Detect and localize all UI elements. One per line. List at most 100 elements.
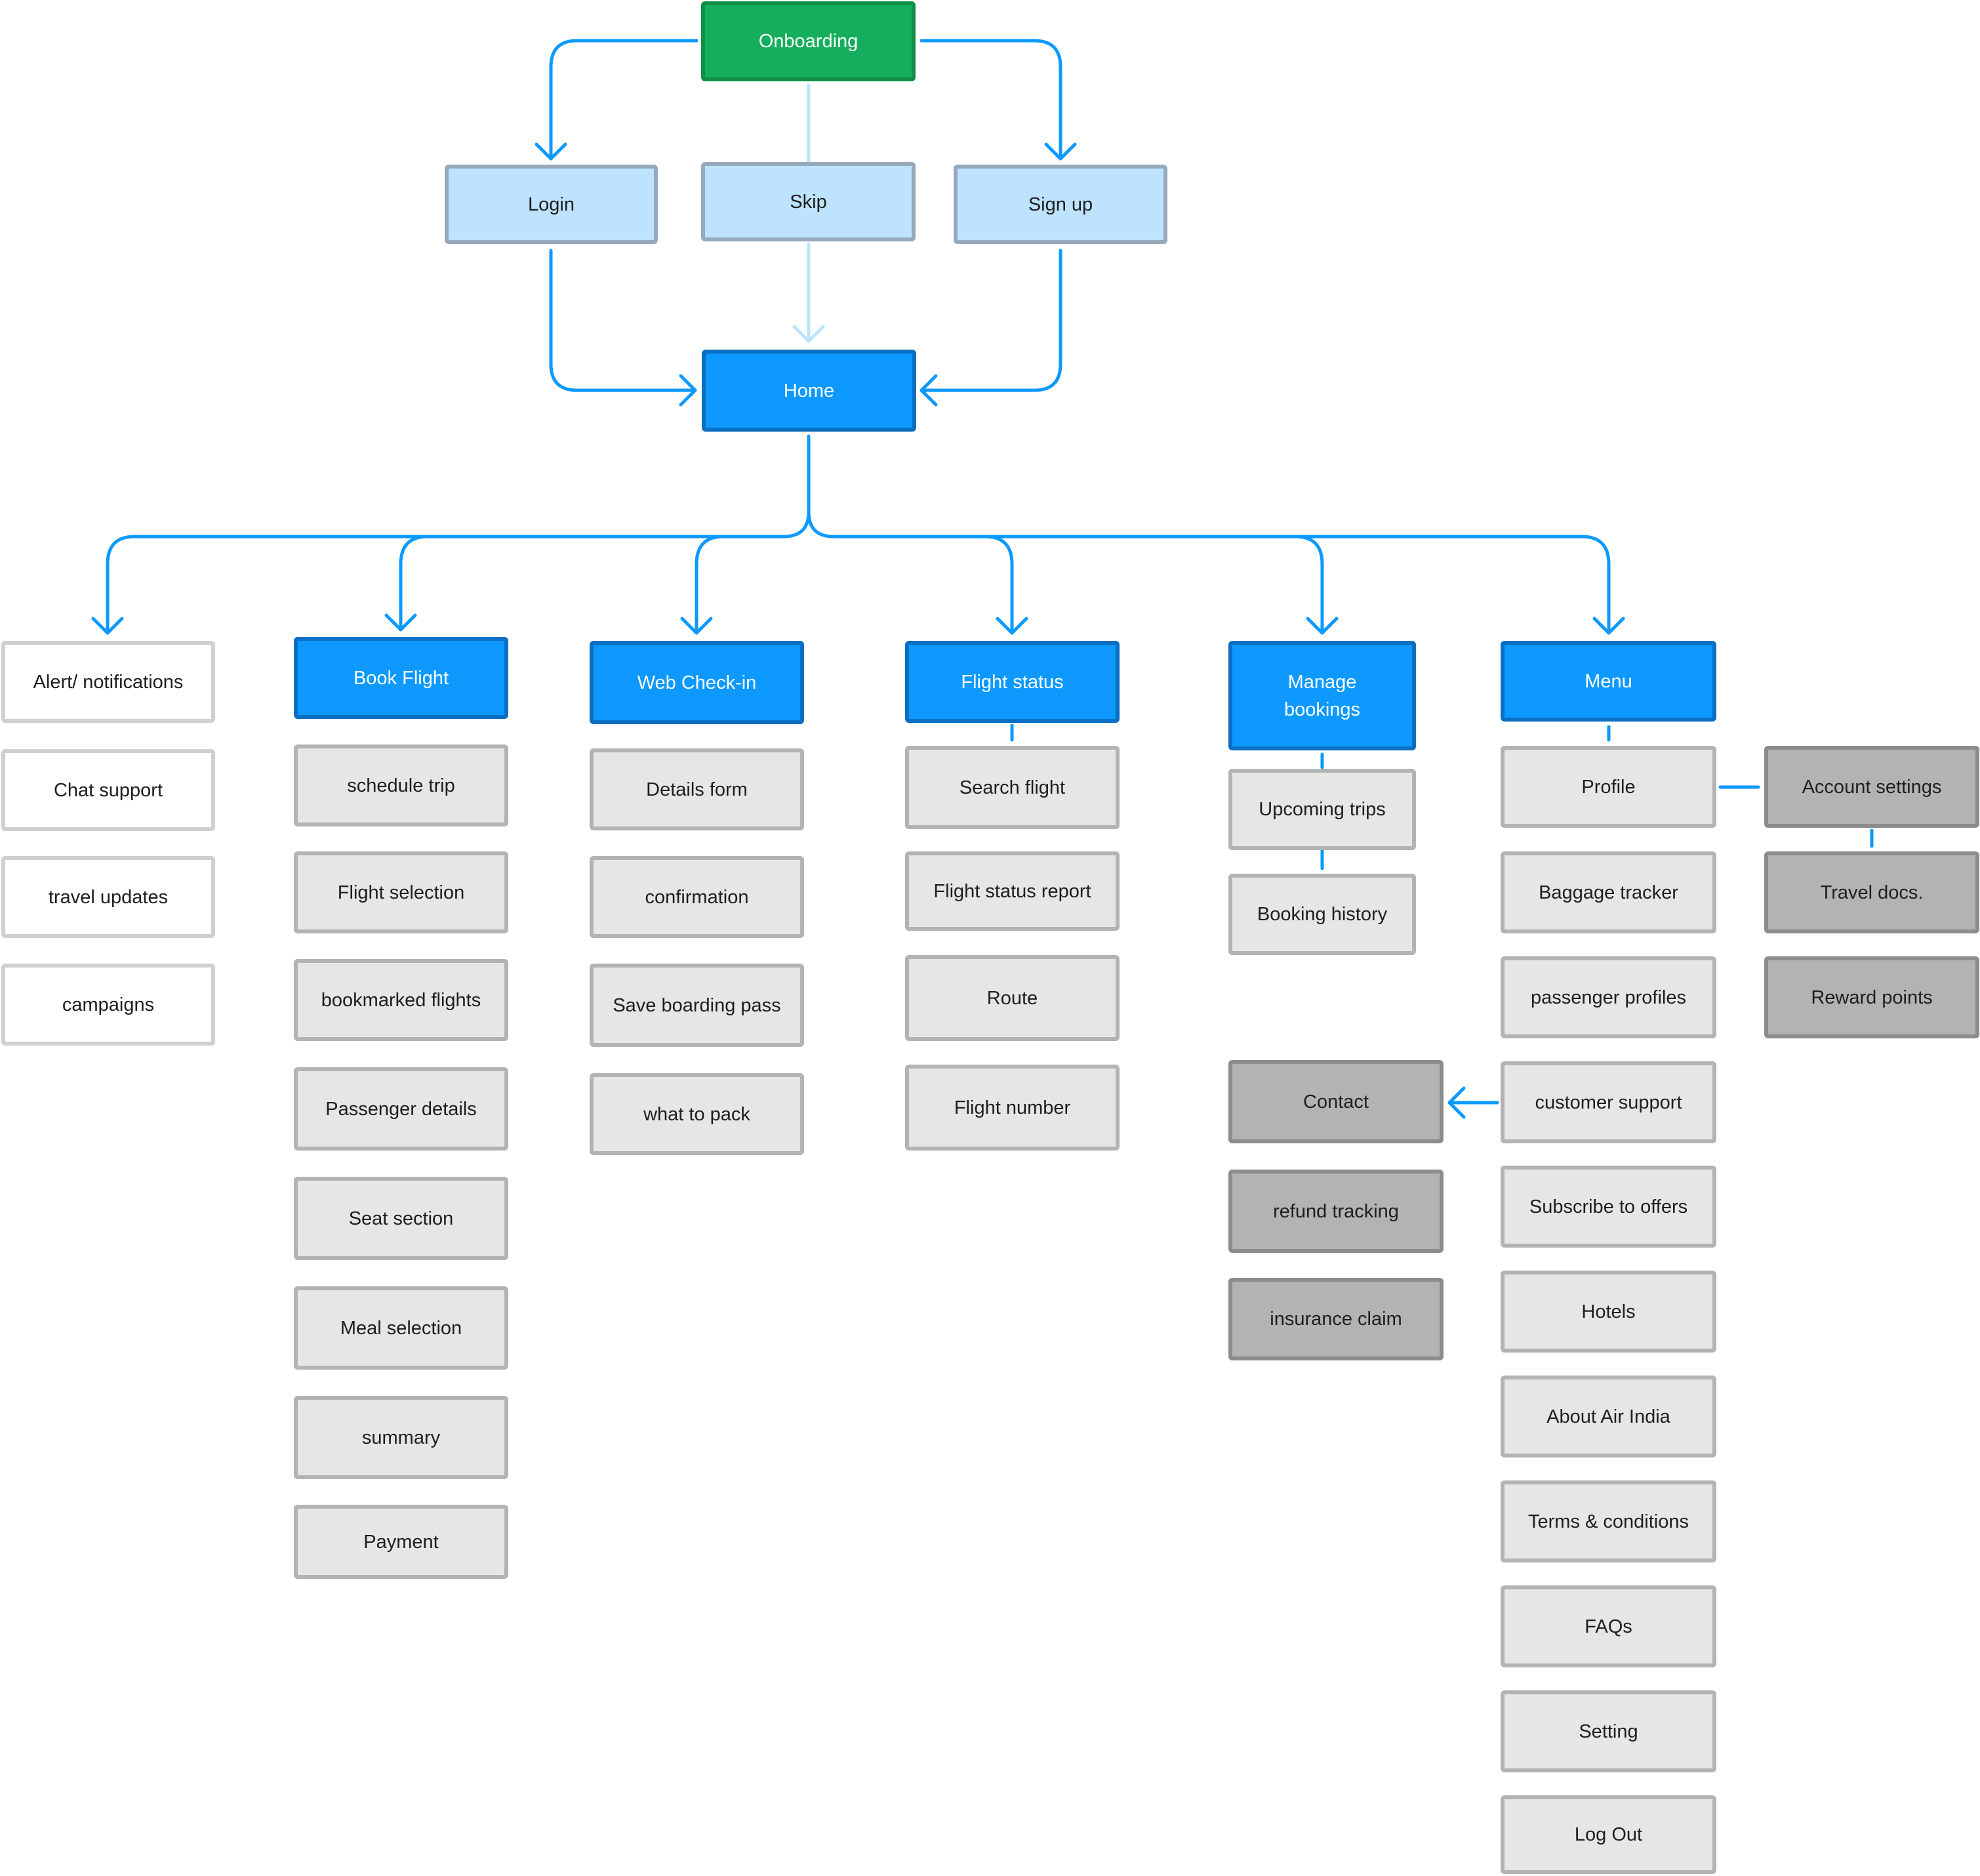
node-label: About Air India [1546,1406,1670,1427]
node-setting[interactable]: Setting [1501,1690,1716,1772]
node-save-boarding-pass[interactable]: Save boarding pass [590,964,804,1047]
connector-branch-manage [832,535,1324,635]
node-label: Contact [1303,1091,1369,1112]
arrowhead-home-right [919,374,938,407]
node-label: Route [986,987,1038,1009]
node-flight-status-report[interactable]: Flight status report [905,851,1120,931]
node-refund-tracking[interactable]: refund tracking [1228,1170,1444,1253]
arrowhead-book [384,613,417,632]
node-baggage-tracker[interactable]: Baggage tracker [1501,851,1716,933]
node-seat-section[interactable]: Seat section [294,1177,508,1260]
node-manage-bookings[interactable]: Manage bookings [1228,641,1416,750]
node-route[interactable]: Route [905,955,1120,1041]
node-label: Account settings [1802,776,1942,798]
node-label: Flight status report [933,880,1091,902]
arrowhead-login [535,142,567,161]
node-home[interactable]: Home [702,350,916,432]
connector-branch-book [399,535,786,632]
node-label: Passenger details [325,1098,477,1120]
node-meal-selection[interactable]: Meal selection [294,1286,508,1370]
node-label: Meal selection [340,1317,462,1339]
node-label: Setting [1579,1721,1638,1742]
node-label: Baggage tracker [1539,882,1678,903]
node-log-out[interactable]: Log Out [1501,1795,1716,1874]
node-alerts[interactable]: Alert/ notifications [1,641,215,723]
connector-branch-menu [832,535,1611,635]
node-travel-updates[interactable]: travel updates [1,856,215,938]
arrowhead-signup [1044,142,1077,161]
node-chat-support[interactable]: Chat support [1,749,215,831]
node-summary[interactable]: summary [294,1396,508,1479]
node-label: Alert/ notifications [33,671,184,693]
node-about-air-india[interactable]: About Air India [1501,1376,1716,1458]
node-passenger-profiles[interactable]: passenger profiles [1501,956,1716,1038]
node-label: Seat section [348,1208,454,1229]
arrowhead-contact [1447,1086,1466,1119]
node-flight-selection[interactable]: Flight selection [294,851,508,933]
node-label: Reward points [1811,987,1933,1008]
node-schedule-trip[interactable]: schedule trip [294,744,508,826]
connector-branch-alerts [106,535,786,635]
connector-branch-checkin [695,535,786,635]
node-confirmation[interactable]: confirmation [590,856,804,938]
node-onboarding[interactable]: Onboarding [701,1,916,81]
connector-onboarding-signup [919,39,1062,161]
node-label: summary [361,1427,441,1448]
node-what-to-pack[interactable]: what to pack [590,1073,804,1155]
node-campaigns[interactable]: campaigns [1,964,215,1046]
node-subscribe-offers[interactable]: Subscribe to offers [1501,1166,1716,1248]
arrowhead-home-left [679,374,697,407]
node-label: Save boarding pass [613,994,781,1016]
node-label: Terms & conditions [1528,1511,1689,1532]
node-menu[interactable]: Menu [1501,641,1716,722]
node-label: refund tracking [1273,1200,1399,1222]
node-reward-points[interactable]: Reward points [1764,956,1979,1038]
node-label: Flight status [961,671,1064,693]
node-booking-history[interactable]: Booking history [1228,874,1416,955]
node-label: Hotels [1581,1301,1636,1322]
node-label: confirmation [645,886,749,908]
node-insurance-claim[interactable]: insurance claim [1228,1278,1444,1360]
connector-onboarding-login [549,39,698,161]
node-hotels[interactable]: Hotels [1501,1271,1716,1353]
node-label-line: bookings [1283,699,1361,720]
node-label: insurance claim [1270,1309,1402,1330]
node-customer-support[interactable]: customer support [1501,1061,1716,1143]
node-label: Profile [1581,776,1636,798]
node-web-checkin[interactable]: Web Check-in [590,641,804,724]
node-contact[interactable]: Contact [1228,1060,1444,1143]
node-search-flight[interactable]: Search flight [905,746,1120,829]
node-book-flight[interactable]: Book Flight [294,637,508,719]
node-login[interactable]: Login [445,165,658,244]
node-flight-number[interactable]: Flight number [905,1065,1120,1151]
node-label: Home [783,380,835,401]
node-skip[interactable]: Skip [701,162,916,241]
node-travel-docs[interactable]: Travel docs. [1764,851,1979,933]
node-account-settings[interactable]: Account settings [1764,746,1979,828]
node-passenger-details[interactable]: Passenger details [294,1067,508,1151]
node-details-form[interactable]: Details form [590,748,804,830]
node-label: Flight number [954,1097,1071,1118]
node-terms-conditions[interactable]: Terms & conditions [1501,1480,1716,1562]
node-label: Subscribe to offers [1529,1196,1688,1217]
node-label: Sign up [1028,194,1093,215]
node-flight-status[interactable]: Flight status [905,641,1120,723]
arrowhead-skip-home [792,325,825,343]
node-profile[interactable]: Profile [1501,746,1716,828]
node-bookmarked-flights[interactable]: bookmarked flights [294,959,508,1041]
node-label: Chat support [53,779,163,801]
node-payment[interactable]: Payment [294,1505,508,1579]
node-label-line: Manage [1287,671,1357,693]
node-label: customer support [1535,1091,1682,1113]
node-label: Web Check-in [637,672,757,693]
node-signup[interactable]: Sign up [954,165,1167,244]
node-upcoming-trips[interactable]: Upcoming trips [1228,769,1416,850]
connector-login-home [549,249,697,392]
node-label: Manage bookings [1284,668,1360,724]
arrowhead-checkin [680,617,713,635]
node-faqs[interactable]: FAQs [1501,1585,1716,1667]
node-label: Search flight [959,777,1066,798]
arrowhead-status [996,617,1028,635]
connector-signup-home [919,249,1062,392]
